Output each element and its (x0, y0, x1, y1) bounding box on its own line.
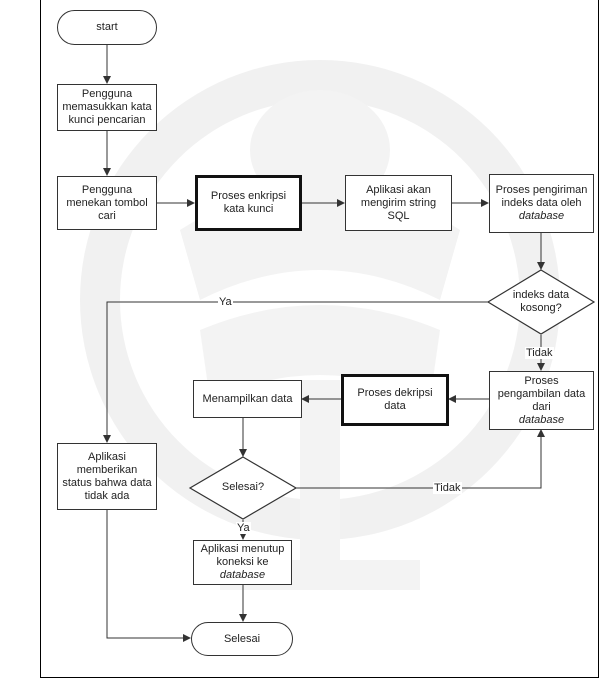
node-decrypt-data: Proses dekripsi data (341, 374, 449, 426)
node-input-keyword: Pengguna memasukkan kata kunci pencarian (57, 84, 157, 131)
no-data-status-label: Aplikasi memberikan status bahwa data ti… (62, 450, 152, 502)
start-terminal: start (57, 10, 157, 45)
retrieve-data-italic: database (518, 413, 565, 426)
input-keyword-label: Pengguna memasukkan kata kunci pencarian (62, 88, 152, 126)
encrypt-keyword-label: Proses enkripsi kata kunci (210, 190, 287, 215)
close-connection-italic: database (219, 569, 266, 581)
send-index-text: Proses pengiriman indeks data oleh (495, 184, 588, 209)
node-no-data-status: Aplikasi memberikan status bahwa data ti… (57, 443, 157, 510)
retrieve-data-label: Proses pengambilan data dari database (493, 375, 590, 427)
retrieve-data-text: Proses pengambilan data dari (497, 374, 586, 413)
node-show-data: Menampilkan data (193, 380, 302, 418)
node-click-search: Pengguna menekan tombol cari (57, 176, 157, 230)
decision-index-empty-label: indeks data kosong? (497, 289, 585, 315)
decision-done-label: Selesai? (200, 481, 286, 494)
close-connection-label: Aplikasi menutup koneksi ke database (197, 543, 288, 582)
start-label: start (96, 21, 118, 33)
edge-label-done-yes: Ya (236, 522, 251, 534)
node-send-sql: Aplikasi akan mengirim string SQL (345, 175, 452, 231)
edge-label-index-yes: Ya (218, 296, 233, 308)
node-retrieve-data: Proses pengambilan data dari database (489, 371, 594, 430)
decision-index-empty-text: indeks data kosong? (512, 289, 570, 314)
decision-done-text: Selesai? (221, 481, 265, 493)
close-connection-text: Aplikasi menutup koneksi ke (200, 543, 285, 568)
node-encrypt-keyword: Proses enkripsi kata kunci (195, 175, 302, 231)
edge-label-index-no: Tidak (525, 347, 554, 359)
edge-status-end (106, 510, 191, 642)
end-label: Selesai (223, 632, 261, 645)
show-data-label: Menampilkan data (202, 392, 293, 405)
edge-done-no (295, 429, 545, 489)
edge-decision-yes (103, 301, 489, 443)
node-close-connection: Aplikasi menutup koneksi ke database (193, 540, 292, 585)
send-index-italic: database (518, 210, 565, 222)
decision-done (188, 456, 298, 520)
diagram-frame (40, 0, 599, 678)
decrypt-data-label: Proses dekripsi data (357, 387, 433, 412)
decision-index-empty (486, 269, 596, 335)
send-sql-label: Aplikasi akan mengirim string SQL (360, 183, 437, 222)
edge-label-done-no: Tidak (433, 482, 462, 494)
end-terminal: Selesai (191, 622, 293, 656)
click-search-label: Pengguna menekan tombol cari (66, 183, 148, 222)
